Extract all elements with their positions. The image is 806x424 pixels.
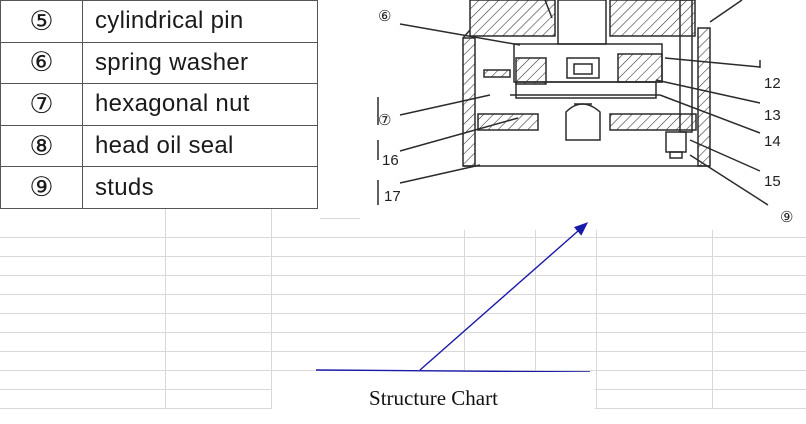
table-row: ⑦ hexagonal nut — [0, 83, 318, 126]
callout-6: ⑥ — [378, 8, 391, 25]
callout-14: 14 — [764, 133, 781, 150]
callout-15: 15 — [764, 173, 781, 190]
callout-13: 13 — [764, 107, 781, 124]
callout-16: 16 — [382, 152, 399, 169]
part-name-cell: hexagonal nut — [82, 83, 318, 126]
part-number-cell: ⑥ — [0, 41, 83, 85]
part-name-cell: studs — [82, 166, 318, 209]
callout-7: ⑦ — [378, 112, 391, 129]
table-row: ⑥ spring washer — [0, 41, 318, 85]
callout-9: ⑨ — [780, 209, 793, 226]
part-number-cell: ⑦ — [0, 83, 83, 126]
table-row: ⑤ cylindrical pin — [0, 0, 318, 43]
part-name-cell: head oil seal — [82, 124, 318, 168]
callout-12: 12 — [764, 75, 781, 92]
table-row: ⑨ studs — [0, 166, 318, 209]
callout-17: 17 — [384, 188, 401, 205]
part-number-cell: ⑤ — [0, 0, 83, 43]
part-name-cell: spring washer — [82, 41, 318, 85]
part-number-cell: ⑧ — [0, 124, 83, 168]
part-name-cell: cylindrical pin — [82, 0, 318, 43]
technical-drawing[interactable]: ⑥ ⑦ 16 17 12 13 14 15 ⑨ — [360, 0, 806, 230]
structure-chart-caption[interactable]: Structure Chart — [272, 372, 595, 410]
table-row: ⑧ head oil seal — [0, 124, 318, 168]
parts-list-table[interactable]: ⑤ cylindrical pin ⑥ spring washer ⑦ hexa… — [0, 0, 318, 209]
part-number-cell: ⑨ — [0, 166, 83, 209]
drawing-body — [377, 0, 769, 206]
drawing-callouts: ⑥ ⑦ 16 17 12 13 14 15 ⑨ — [378, 8, 793, 226]
